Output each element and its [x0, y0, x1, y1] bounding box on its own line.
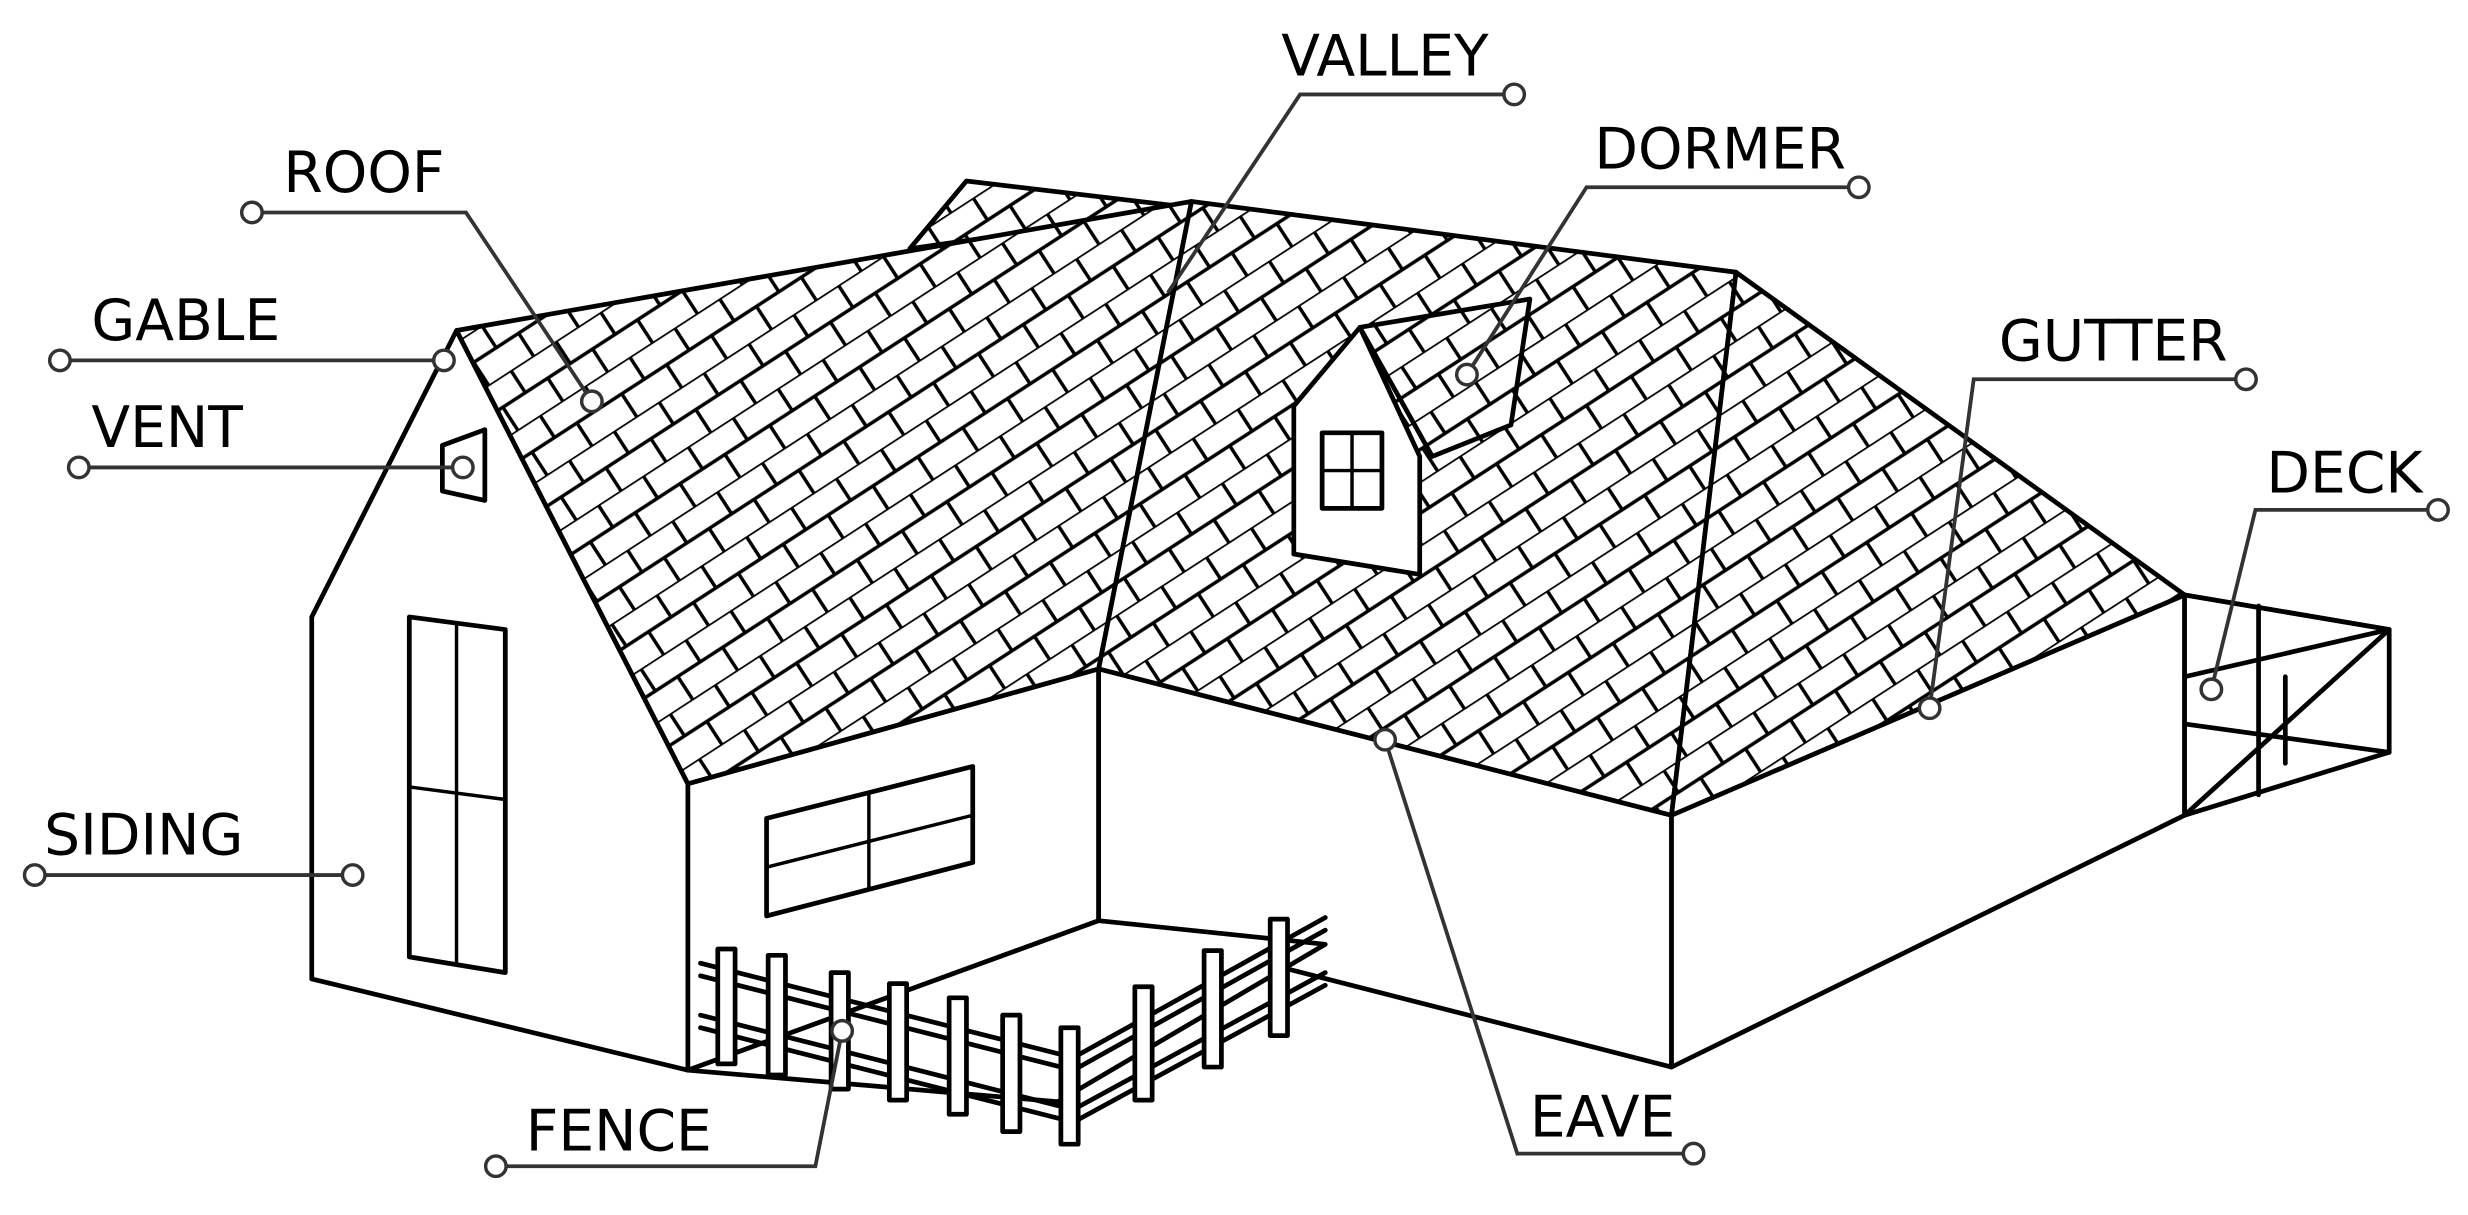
gutter-leader	[1927, 377, 2246, 709]
label-vent: VENT	[91, 395, 243, 461]
deck-group	[2182, 592, 2392, 818]
label-deck: DECK	[2266, 441, 2424, 507]
fence-group	[698, 915, 1328, 1147]
gable-window	[406, 614, 508, 975]
leaders	[22, 82, 2450, 1179]
label-roof: ROOF	[283, 140, 444, 206]
dormer-leader	[1465, 185, 1859, 376]
labels: ROOF GABLE VENT SIDING FENCE VALLEY DORM…	[44, 24, 2424, 1165]
eave-leader	[1383, 739, 1694, 1156]
roof-leader	[251, 210, 594, 403]
label-dormer: DORMER	[1594, 116, 1846, 182]
front-window	[764, 764, 976, 919]
deck-leader	[2209, 508, 2438, 690]
label-fence: FENCE	[526, 1098, 712, 1164]
fence-leader	[495, 1030, 844, 1169]
label-gutter: GUTTER	[1999, 308, 2228, 374]
label-valley: VALLEY	[1281, 24, 1489, 90]
label-eave: EAVE	[1530, 1084, 1675, 1150]
label-gable: GABLE	[91, 288, 280, 354]
dormer-roof	[1357, 296, 1533, 459]
label-siding: SIDING	[44, 803, 243, 869]
valley-leader	[1166, 92, 1515, 294]
dormer-group	[1291, 296, 1533, 577]
